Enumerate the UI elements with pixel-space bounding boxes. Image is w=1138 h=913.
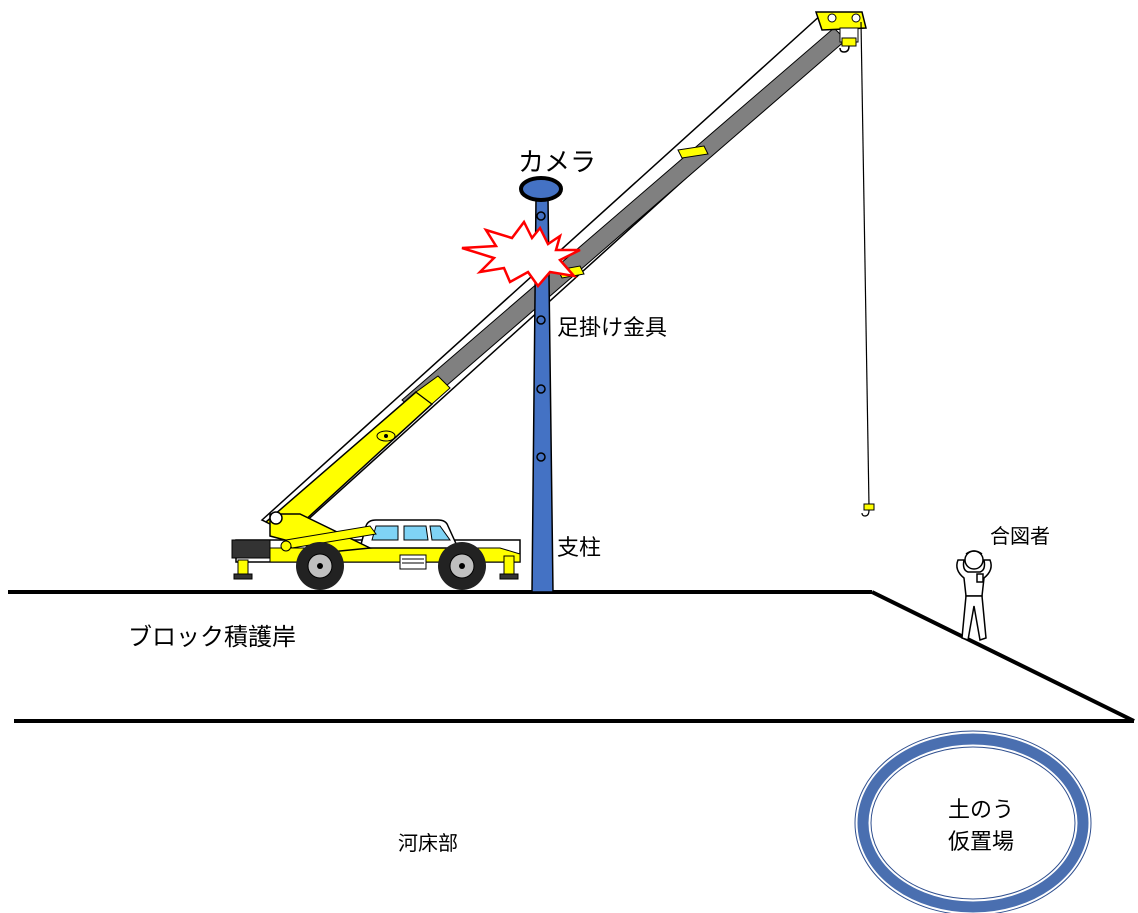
sandbag-label-line2: 仮置場 [947,830,1014,855]
signaler-label: 合図者 [990,524,1050,548]
sandbag-storage-label: 土のう 仮置場 [941,795,1021,859]
revetment-outline [8,590,1135,723]
camera-icon [519,176,563,202]
hook-icon [839,21,875,517]
crane-truck-icon [231,511,521,590]
step-fittings [536,211,546,462]
step-fittings-label: 足掛け金具 [557,316,668,341]
sandbag-storage-ring [854,730,1092,913]
pillar-label: 支柱 [557,536,602,561]
camera-label: カメラ [518,148,597,178]
riverbed-label: 河床部 [398,831,458,855]
block-revetment-label: ブロック積護岸 [128,623,296,651]
sandbag-label-line1: 土のう [947,798,1014,823]
collision-burst-icon [461,219,581,289]
signal-person-icon [956,550,992,641]
